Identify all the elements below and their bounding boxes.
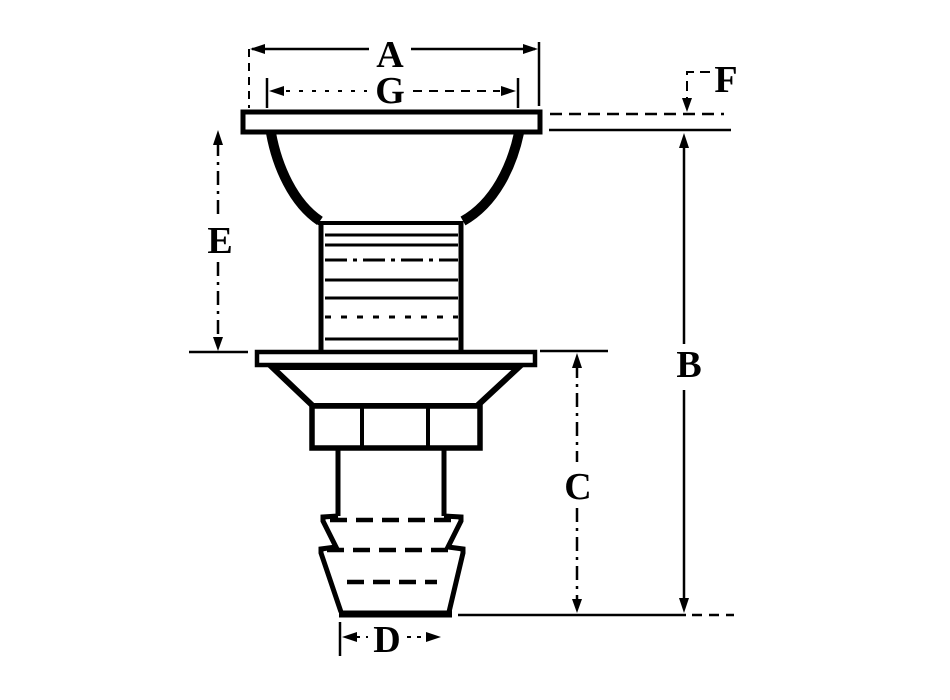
dimension-C: C [540, 349, 608, 613]
dimension-E: E [189, 130, 248, 354]
arrowhead-up [679, 133, 689, 148]
arrowhead-right [426, 632, 441, 642]
arrowhead-right [523, 44, 538, 54]
funnel-bowl [266, 131, 524, 226]
dimension-A: A [248, 34, 541, 108]
dimension-F: F [549, 59, 738, 132]
threaded-section [318, 221, 464, 353]
arrowhead-down [679, 598, 689, 613]
arrowhead-left [250, 44, 265, 54]
arrowhead-left [342, 632, 357, 642]
hose-barb [318, 513, 466, 618]
fitting-part [240, 109, 543, 618]
arrowhead-down [213, 337, 223, 351]
dimension-G: G [265, 70, 520, 112]
hex-nut [309, 403, 483, 451]
flange-skirt [264, 364, 527, 409]
dim-label-B: B [676, 344, 701, 386]
arrowhead-right [501, 86, 516, 96]
dim-label-F: F [714, 59, 737, 101]
dimension-B: B [458, 133, 734, 617]
arrowhead-up [572, 353, 582, 368]
dim-label-E: E [207, 220, 232, 262]
top-flange [240, 109, 543, 135]
arrowhead-up [213, 130, 223, 145]
dim-label-G: G [375, 70, 405, 112]
dim-label-C: C [564, 466, 591, 508]
arrowhead-down [682, 98, 692, 112]
neck [335, 448, 447, 516]
arrowhead-down [572, 599, 582, 613]
dim-label-D: D [373, 619, 400, 661]
arrowhead-left [269, 86, 284, 96]
dim-label-A: A [376, 34, 404, 76]
dimension-D: D [338, 619, 441, 661]
locknut-flange [254, 349, 538, 368]
